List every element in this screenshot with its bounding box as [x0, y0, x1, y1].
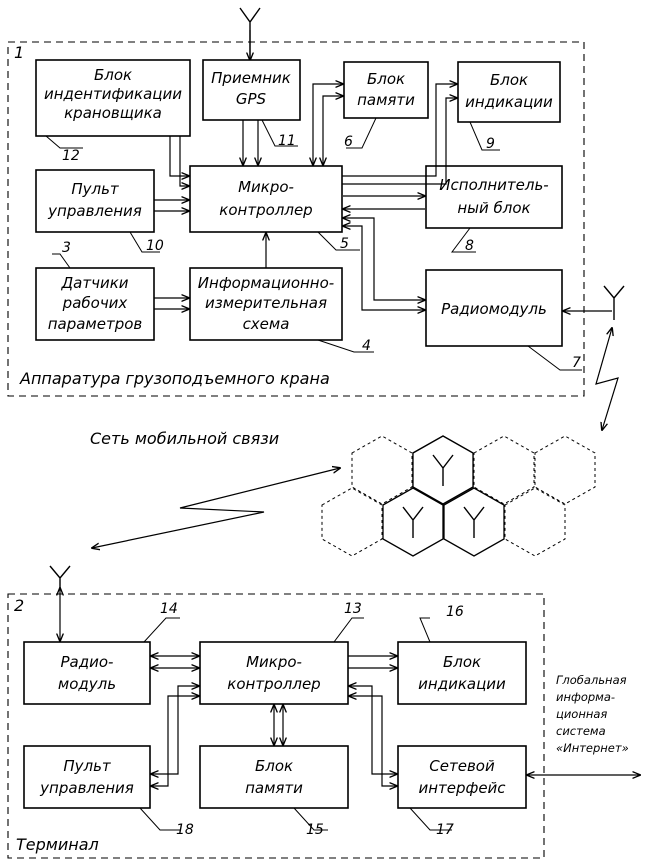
terminal-memory-block: Блок памяти — [200, 746, 348, 808]
terminal-indication-line-1: Блок — [443, 653, 481, 671]
crane-control-panel-number: 10 — [146, 238, 164, 254]
crane-mc-line-2: контроллер — [219, 201, 312, 219]
crane-sensors-block: Датчики рабочих параметров — [36, 268, 154, 340]
crane-control-panel-line-2: управления — [47, 202, 142, 220]
crane-measuring-circuit: Информационно- измерительная схема — [190, 268, 342, 340]
crane-radio-number: 7 — [572, 355, 581, 371]
terminal-control-panel-number: 18 — [176, 822, 194, 838]
terminal-netiface-line-1: Сетевой — [429, 757, 495, 775]
terminal-mc-number: 13 — [344, 601, 362, 617]
crane-id-block-line-3: крановщика — [64, 104, 162, 122]
terminal-memory-line-2: памяти — [245, 779, 303, 797]
crane-gps-line-2: GPS — [236, 90, 267, 108]
crane-mc-line-1: Микро- — [238, 178, 294, 196]
terminal-netiface-line-2: интерфейс — [418, 779, 506, 797]
crane-microcontroller: Микро- контроллер — [190, 166, 342, 232]
crane-gps-receiver: Приемник GPS — [203, 60, 300, 120]
crane-group-number: 1 — [14, 43, 24, 62]
crane-radio-line-1: Радиомодуль — [441, 300, 547, 318]
terminal-mc-line-1: Микро- — [246, 653, 302, 671]
crane-executive-number: 8 — [465, 238, 474, 254]
internet-label-line-3: ционная — [556, 707, 607, 721]
crane-id-block-number: 12 — [62, 148, 80, 164]
internet-label-line-5: «Интернет» — [556, 741, 629, 755]
terminal-radio-module: Радио- модуль — [24, 642, 150, 704]
crane-control-panel: Пульт управления — [36, 170, 154, 232]
internet-label-line-1: Глобальная — [556, 673, 627, 687]
crane-measuring-line-1: Информационно- — [198, 274, 334, 292]
internet-label-line-4: система — [556, 724, 606, 738]
crane-radio-link — [596, 328, 618, 430]
network-label: Сеть мобильной связи — [90, 429, 279, 448]
terminal-radio-line-2: модуль — [58, 675, 116, 693]
crane-mc-number: 5 — [340, 236, 349, 252]
crane-gps-line-1: Приемник — [211, 69, 291, 87]
crane-indication-line-1: Блок — [490, 71, 528, 89]
internet-label-line-2: информа- — [556, 690, 615, 704]
crane-id-block-line-1: Блок — [94, 66, 132, 84]
terminal-mc-line-2: контроллер — [227, 675, 320, 693]
terminal-network-interface: Сетевой интерфейс — [398, 746, 526, 808]
terminal-title: Терминал — [16, 835, 99, 854]
crane-control-panel-line-1: Пульт — [71, 180, 120, 198]
crane-indication-line-2: индикации — [465, 93, 553, 111]
crane-radio-module: Радиомодуль — [426, 270, 562, 346]
terminal-indication-line-2: индикации — [418, 675, 506, 693]
crane-memory-line-2: памяти — [357, 91, 415, 109]
crane-indication-block: Блок индикации — [458, 62, 560, 122]
crane-sensors-line-2: рабочих — [62, 294, 128, 312]
crane-memory-number: 6 — [344, 134, 353, 150]
terminal-netiface-number: 17 — [436, 822, 454, 838]
crane-executive-line-2: ный блок — [457, 199, 530, 217]
crane-id-block: Блок индентификации крановщика — [36, 60, 190, 136]
crane-id-block-line-2: индентификации — [44, 85, 182, 103]
terminal-microcontroller: Микро- контроллер — [200, 642, 348, 704]
crane-gps-number: 11 — [278, 133, 296, 149]
terminal-indication-block: Блок индикации — [398, 642, 526, 704]
terminal-frame — [8, 594, 544, 858]
terminal-indication-number: 16 — [446, 604, 464, 620]
crane-title: Аппаратура грузоподъемного крана — [19, 369, 330, 388]
terminal-memory-line-1: Блок — [255, 757, 293, 775]
crane-indication-number: 9 — [486, 136, 495, 152]
terminal-control-panel-line-2: управления — [39, 779, 134, 797]
terminal-control-panel-line-1: Пульт — [63, 757, 112, 775]
crane-measuring-number: 4 — [362, 338, 371, 354]
cellular-network-grid — [322, 436, 595, 556]
terminal-group-number: 2 — [14, 596, 24, 615]
crane-executive-line-1: Исполнитель- — [439, 176, 548, 194]
terminal-radio-number: 14 — [160, 601, 178, 617]
crane-measuring-line-2: измерительная — [205, 294, 327, 312]
terminal-control-panel: Пульт управления — [24, 746, 150, 808]
crane-sensors-number: 3 — [62, 240, 71, 256]
terminal-antenna-icon — [50, 566, 70, 588]
crane-sensors-line-1: Датчики — [60, 274, 128, 292]
crane-sensors-line-3: параметров — [48, 315, 143, 333]
crane-memory-line-1: Блок — [367, 70, 405, 88]
internet-label: Глобальная информа- ционная система «Инт… — [556, 673, 629, 755]
crane-radio-antenna-icon — [604, 286, 624, 320]
terminal-radio-line-1: Радио- — [61, 653, 114, 671]
terminal-radio-link — [92, 468, 340, 548]
terminal-memory-number: 15 — [306, 822, 324, 838]
crane-memory-block: Блок памяти — [344, 62, 428, 118]
crane-measuring-line-3: схема — [243, 315, 290, 333]
